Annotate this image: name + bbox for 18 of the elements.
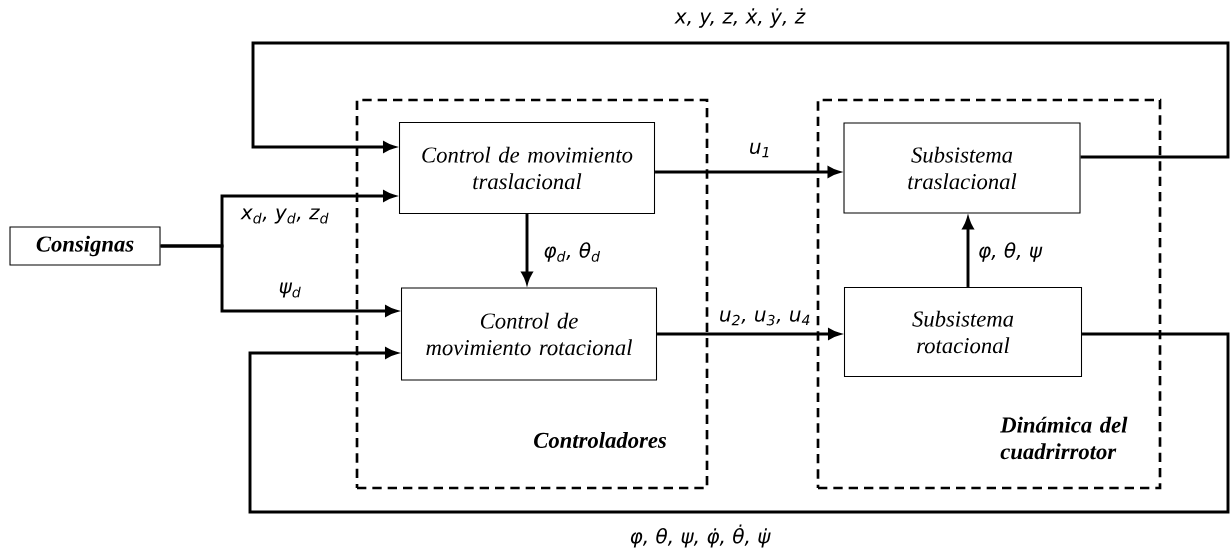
edge-label: u$_{1}$ bbox=[750, 142, 769, 158]
edge-label: x$_{d}$, y$_{d}$, z$_{d}$ bbox=[240, 208, 329, 224]
edge-label: φ, θ, ψ bbox=[979, 242, 1043, 262]
arrow bbox=[251, 41, 1230, 159]
edge-label: ψ$_{d}$ bbox=[279, 282, 301, 298]
block-box: Control de movimiento traslacional bbox=[398, 121, 656, 215]
input-box: Consignas bbox=[9, 226, 161, 266]
block-box: Subsistema traslacional bbox=[843, 122, 1081, 214]
arrow bbox=[655, 166, 840, 178]
edge-label: φ, θ, ψ, φ̇, θ̇, ψ̇ bbox=[630, 524, 771, 548]
edge-label: u$_{2}$, u$_{3}$, u$_{4}$ bbox=[720, 310, 810, 326]
block-box: Subsistema rotacional bbox=[843, 286, 1083, 378]
block-box: Control de movimiento rotacional bbox=[400, 287, 658, 381]
edge-label: φ$_{d}$, θ$_{d}$ bbox=[544, 242, 601, 262]
arrow bbox=[248, 332, 1230, 514]
arrow bbox=[521, 214, 533, 284]
edge-label: x, y, z, ẋ, ẏ, ż bbox=[674, 8, 806, 28]
arrow bbox=[962, 217, 974, 287]
